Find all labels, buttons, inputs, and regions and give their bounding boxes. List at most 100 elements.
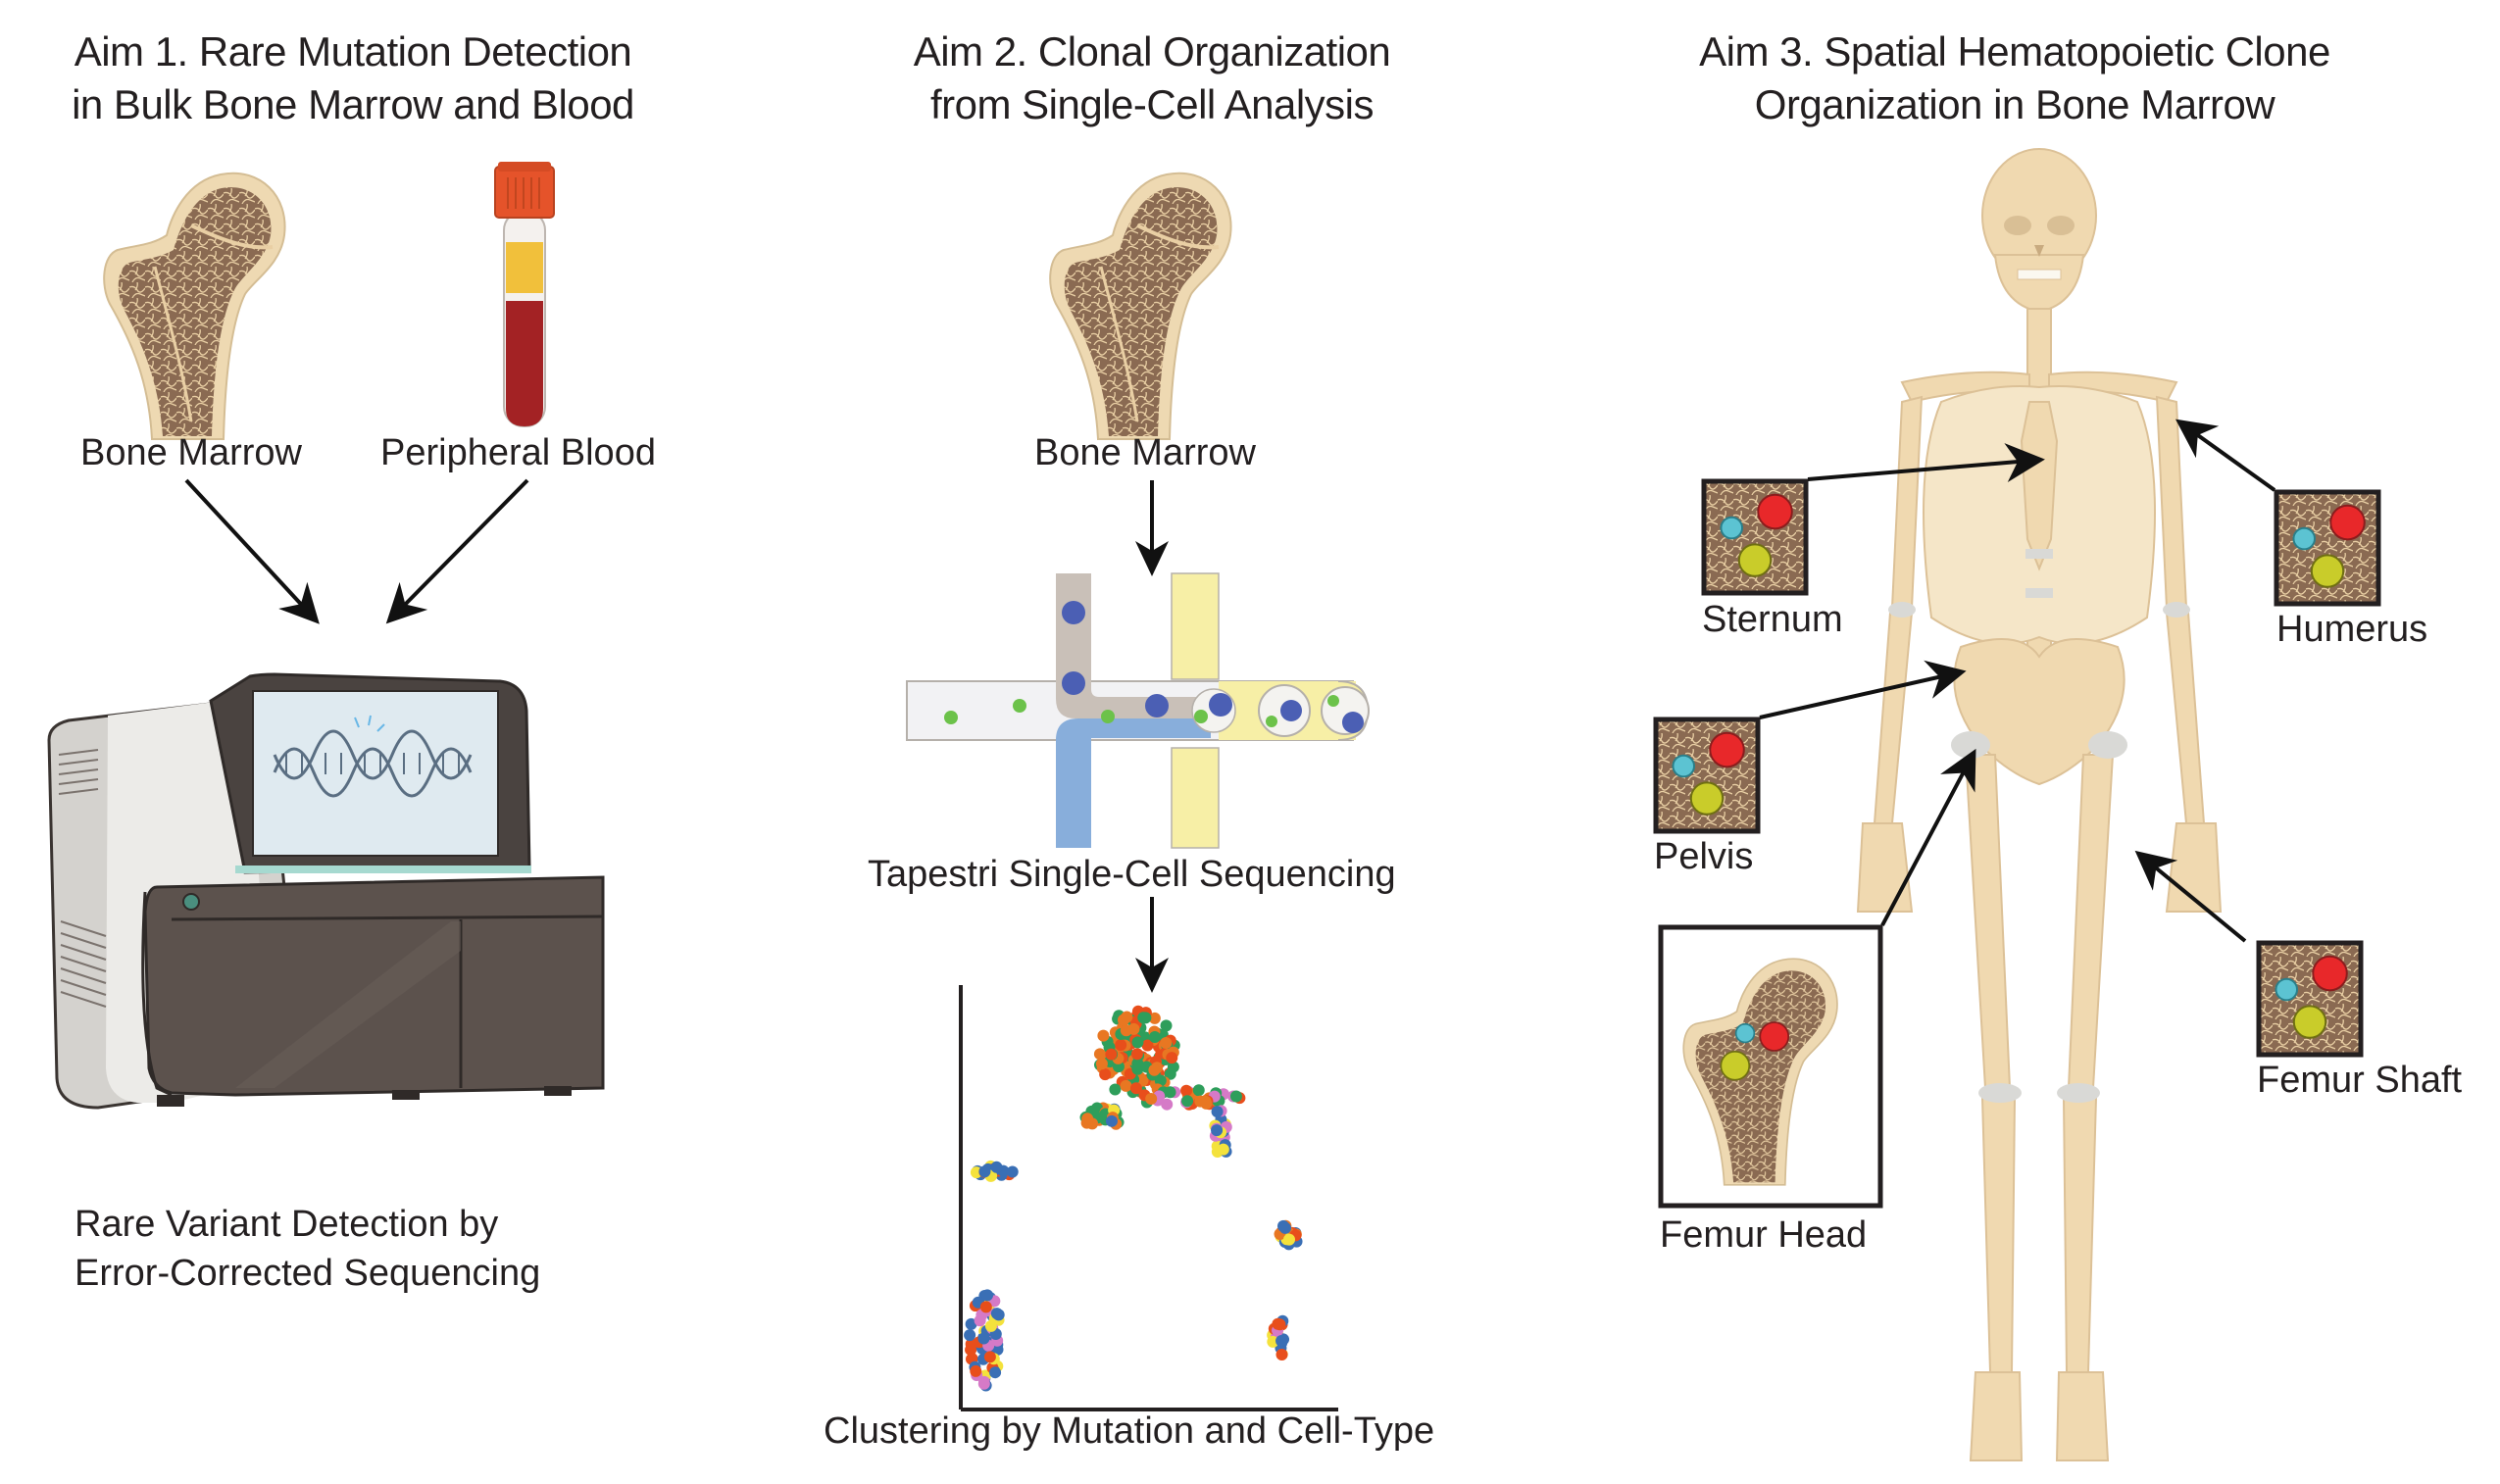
cluster-point	[1275, 1349, 1288, 1361]
cluster-point	[1148, 1064, 1161, 1076]
arrow-icon	[184, 478, 529, 624]
cluster-point	[1097, 1029, 1110, 1042]
cluster-point	[1137, 1012, 1150, 1024]
cluster-point	[970, 1364, 982, 1377]
aim1-method-line1: Rare Variant Detection by	[75, 1204, 499, 1245]
cluster-point	[1274, 1318, 1286, 1331]
cluster-point	[1120, 1079, 1132, 1092]
aim3-title-line1: Aim 3. Spatial Hematopoietic Clone	[1699, 28, 2330, 74]
cluster-point	[1276, 1219, 1289, 1232]
cluster-point	[1160, 1019, 1173, 1032]
cluster-point	[1121, 1011, 1133, 1023]
cluster-point	[1109, 1083, 1122, 1096]
cluster-point	[1160, 1037, 1173, 1050]
cluster-point	[1095, 1058, 1108, 1070]
cluster-point	[1267, 1335, 1279, 1348]
cluster-point	[1131, 1063, 1144, 1075]
marrow-inset-icon	[1653, 717, 1761, 834]
cluster-point	[1127, 1022, 1140, 1035]
femur-bone-icon	[1049, 172, 1232, 440]
aim1-title-line2: in Bulk Bone Marrow and Blood	[72, 81, 634, 127]
blood-tube-icon	[494, 162, 555, 427]
aim1-title-line1: Aim 1. Rare Mutation Detection	[74, 28, 632, 74]
marrow-inset-icon	[2274, 489, 2381, 607]
site-humerus	[2274, 489, 2381, 611]
site-label-sternum: Sternum	[1702, 599, 1843, 640]
cluster-point	[977, 1377, 990, 1390]
cluster-point	[1148, 1012, 1161, 1024]
cluster-point	[964, 1329, 976, 1342]
cluster-point	[1229, 1090, 1242, 1103]
cluster-point	[1164, 1067, 1176, 1080]
cluster-point	[1093, 1048, 1106, 1061]
cluster-point	[984, 1319, 997, 1332]
cluster-point	[1081, 1113, 1094, 1125]
cluster-point	[989, 1366, 1002, 1379]
marrow-inset-icon	[2256, 940, 2364, 1058]
cluster-plot	[959, 985, 1338, 1411]
cluster-point	[1115, 1039, 1127, 1052]
aim1-method-label: Rare Variant Detection by Error-Correcte…	[75, 1200, 540, 1298]
cluster-point	[1181, 1095, 1194, 1108]
site-label-femur-head: Femur Head	[1660, 1214, 1868, 1256]
cluster-point	[1141, 1039, 1154, 1052]
cluster-point	[1275, 1335, 1288, 1348]
cluster-point	[974, 1314, 986, 1327]
cluster-point	[1180, 1084, 1193, 1097]
femur-bone-icon	[103, 172, 286, 440]
skeleton-icon	[1856, 148, 2223, 1461]
cluster-point	[1099, 1068, 1112, 1081]
site-femur-shaft	[2256, 940, 2364, 1062]
site-label-pelvis: Pelvis	[1654, 836, 1754, 877]
aim2-title-line2: from Single-Cell Analysis	[929, 81, 1375, 127]
sequencer-machine-icon	[47, 672, 605, 1110]
aim2-title: Aim 2. Clonal Organization from Single-C…	[814, 25, 1490, 131]
cluster-point	[965, 1317, 977, 1330]
cluster-point	[1211, 1106, 1224, 1118]
site-label-femur-shaft: Femur Shaft	[2257, 1060, 2463, 1101]
cluster-point	[1192, 1084, 1205, 1097]
aim1-method-line2: Error-Corrected Sequencing	[75, 1253, 541, 1294]
site-sternum	[1701, 478, 1809, 600]
cluster-point	[981, 1289, 994, 1302]
site-label-humerus: Humerus	[2276, 609, 2428, 650]
cluster-point	[977, 1332, 990, 1345]
cluster-point	[965, 1344, 977, 1357]
cluster-point	[1130, 1048, 1143, 1061]
cluster-point	[979, 1301, 992, 1313]
aim1-peripheral-blood-label: Peripheral Blood	[380, 432, 656, 473]
cluster-point	[1211, 1124, 1224, 1137]
arrow-icon	[1135, 897, 1169, 993]
cluster-point	[1283, 1233, 1296, 1246]
cluster-point	[1166, 1052, 1178, 1064]
site-femur-head	[1658, 924, 1883, 1212]
site-pelvis	[1653, 717, 1761, 838]
dna-helix-icon	[273, 715, 473, 798]
cluster-point	[1148, 1030, 1161, 1043]
aim2-method-label: Tapestri Single-Cell Sequencing	[868, 854, 1396, 895]
cluster-point	[1006, 1165, 1019, 1178]
cluster-point	[1129, 1082, 1142, 1095]
aim1-title: Aim 1. Rare Mutation Detection in Bulk B…	[20, 25, 686, 131]
cluster-point	[1105, 1048, 1118, 1061]
cluster-point	[990, 1161, 1003, 1173]
cluster-point	[1131, 1036, 1144, 1049]
aim2-title-line1: Aim 2. Clonal Organization	[913, 28, 1391, 74]
cluster-point	[983, 1351, 996, 1363]
cluster-point	[1217, 1143, 1229, 1156]
aim2-plot-label: Clustering by Mutation and Cell-Type	[824, 1410, 1435, 1452]
aim3-title: Aim 3. Spatial Hematopoietic Clone Organ…	[1627, 25, 2402, 131]
cluster-point	[978, 1165, 991, 1178]
aim3-title-line2: Organization in Bone Marrow	[1754, 81, 2275, 127]
cluster-point	[991, 1343, 1004, 1356]
cluster-point	[1105, 1114, 1118, 1127]
marrow-inset-icon	[1658, 924, 1883, 1209]
arrow-icon	[1135, 480, 1169, 576]
marrow-inset-icon	[1701, 478, 1809, 596]
aim1-bone-marrow-label: Bone Marrow	[80, 432, 302, 473]
cluster-point	[1161, 1098, 1174, 1111]
cluster-point	[1164, 1086, 1176, 1099]
cluster-point	[1194, 1095, 1207, 1108]
aim2-bone-marrow-label: Bone Marrow	[1034, 432, 1256, 473]
